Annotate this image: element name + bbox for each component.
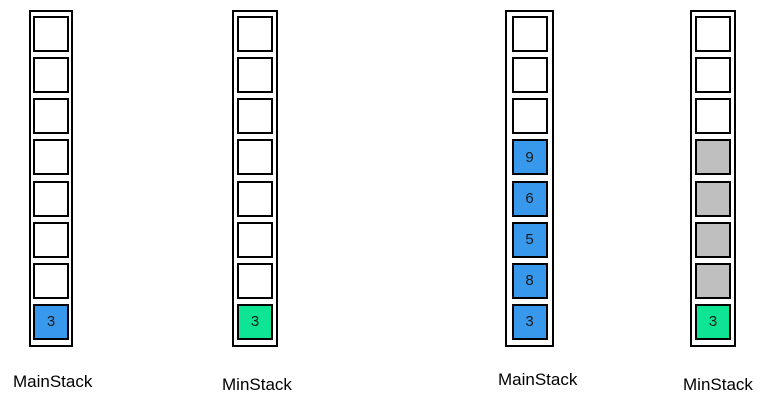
stack-cell-value: 9 <box>511 139 548 176</box>
stack-cell <box>511 16 548 52</box>
stack-label-minstack-right: MinStack <box>683 375 753 394</box>
stack-cell <box>33 16 69 52</box>
stack-cell-value: 6 <box>511 180 548 217</box>
stack-cell <box>695 98 731 135</box>
stack-mainstack-left: 3 <box>29 10 73 347</box>
stack-cell-value: 8 <box>511 262 548 299</box>
stack-cell <box>237 57 273 94</box>
stack-cell <box>695 139 731 176</box>
stack-cell <box>695 262 731 299</box>
stack-cell <box>237 98 273 135</box>
stack-cell-value: 3 <box>33 303 69 340</box>
stack-cell <box>237 139 273 176</box>
stack-minstack-right: 3 <box>690 10 736 347</box>
stack-cell <box>33 57 69 94</box>
stack-label-mainstack-left: MainStack <box>13 372 93 391</box>
stack-cell <box>695 221 731 258</box>
stack-cell <box>237 262 273 299</box>
stack-label-mainstack-right: MainStack <box>498 370 578 389</box>
stack-label-minstack-left: MinStack <box>222 375 292 394</box>
stack-cell-value: 3 <box>511 303 548 340</box>
stack-cell <box>33 180 69 217</box>
stack-cell <box>33 139 69 176</box>
stack-cell <box>511 98 548 135</box>
stack-cell <box>33 221 69 258</box>
stack-minstack-left: 3 <box>232 10 278 347</box>
stack-cell <box>33 262 69 299</box>
stack-cell <box>695 180 731 217</box>
stack-cell <box>695 57 731 94</box>
stack-cell <box>695 16 731 52</box>
stack-cell <box>237 16 273 52</box>
stack-cell <box>33 98 69 135</box>
stack-cell <box>237 180 273 217</box>
stack-cell <box>237 221 273 258</box>
stack-cell-value: 5 <box>511 221 548 258</box>
stack-cell <box>511 57 548 94</box>
stack-cell-value: 3 <box>237 303 273 340</box>
stack-mainstack-right: 9 6 5 8 3 <box>505 10 554 347</box>
stack-cell-value: 3 <box>695 303 731 340</box>
